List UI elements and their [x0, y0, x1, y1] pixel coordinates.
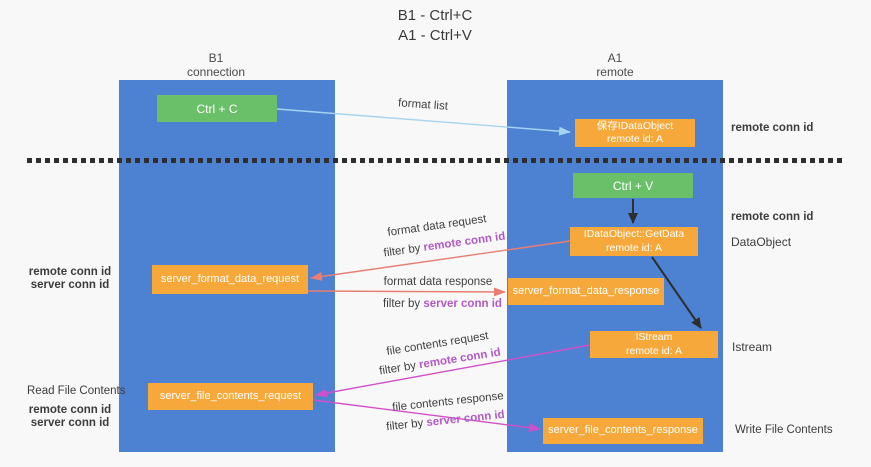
left-server-conn-id-bottom: server conn id	[30, 417, 110, 429]
lifeline-a1-name: A1	[607, 51, 623, 65]
left-server-conn-id-top: server conn id	[30, 279, 110, 291]
arrow-format-data-response	[307, 287, 506, 297]
istream-box: IStream remote id: A	[590, 331, 718, 358]
right-write-file-contents-label: Write File Contents	[735, 424, 833, 436]
lifeline-b1-name: B1	[208, 51, 224, 65]
right-remote-conn-id-top: remote conn id	[731, 122, 814, 134]
lifeline-a1-role: remote	[596, 65, 634, 80]
server-format-data-response-label: server_format_data_response	[512, 284, 660, 297]
server-file-contents-request-box: server_file_contents_request	[148, 383, 313, 410]
filter-by-text: filter by	[378, 359, 421, 378]
lifeline-header-a1: A1 remote	[560, 51, 670, 79]
format-list-label: format list	[397, 97, 449, 113]
save-idataobject-line2: remote id: A	[606, 133, 664, 145]
save-idataobject-line1: 保存IDataObject	[596, 119, 674, 132]
istream-line2: remote id: A	[625, 344, 683, 357]
right-remote-conn-id-mid: remote conn id	[731, 211, 814, 223]
filter-by-text: filter by	[383, 298, 424, 310]
ctrl-v-label: Ctrl + V	[612, 178, 654, 193]
ctrl-c-box: Ctrl + C	[157, 95, 277, 122]
right-istream-label: Istream	[732, 340, 773, 354]
right-dataobject-label: DataObject	[731, 235, 792, 249]
lifeline-b1-role: connection	[186, 65, 246, 80]
format-data-response-label: format data response	[383, 276, 493, 288]
ctrl-c-label: Ctrl + C	[196, 101, 238, 116]
getdata-line1: IDataObject::GetData	[583, 228, 685, 241]
server-conn-id-text: server conn id	[425, 408, 506, 429]
left-read-file-contents-label: Read File Contents	[27, 385, 126, 397]
left-remote-conn-id-top: remote conn id	[28, 266, 112, 278]
getdata-line2: remote id: A	[605, 241, 663, 254]
server-format-data-request-label: server_format_data_request	[160, 272, 300, 285]
server-format-data-response-box: server_format_data_response	[508, 278, 664, 305]
server-file-contents-request-label: server_file_contents_request	[159, 389, 302, 402]
format-data-response-filter-label: filter by server conn id	[355, 298, 530, 310]
filter-by-text: filter by	[382, 241, 425, 260]
filter-by-text: filter by	[385, 417, 428, 434]
remote-conn-id-text: remote conn id	[422, 230, 507, 254]
server-conn-id-text: server conn id	[423, 298, 502, 310]
diagram-title: B1 - Ctrl+C A1 - Ctrl+V	[315, 6, 555, 47]
server-file-contents-response-box: server_file_contents_response	[543, 418, 703, 444]
dashed-divider	[27, 158, 845, 163]
save-idataobject-box: 保存IDataObject remote id: A	[575, 119, 695, 147]
lifeline-header-b1: B1 connection	[161, 51, 271, 79]
title-line-1: B1 - Ctrl+C	[397, 7, 473, 24]
istream-line1: IStream	[635, 331, 673, 344]
left-remote-conn-id-bottom: remote conn id	[28, 404, 112, 416]
server-file-contents-response-label: server_file_contents_response	[548, 424, 698, 437]
title-line-2: A1 - Ctrl+V	[398, 27, 472, 45]
server-format-data-request-box: server_format_data_request	[152, 265, 308, 294]
ctrl-v-box: Ctrl + V	[573, 173, 693, 198]
idataobject-getdata-box: IDataObject::GetData remote id: A	[570, 227, 698, 256]
